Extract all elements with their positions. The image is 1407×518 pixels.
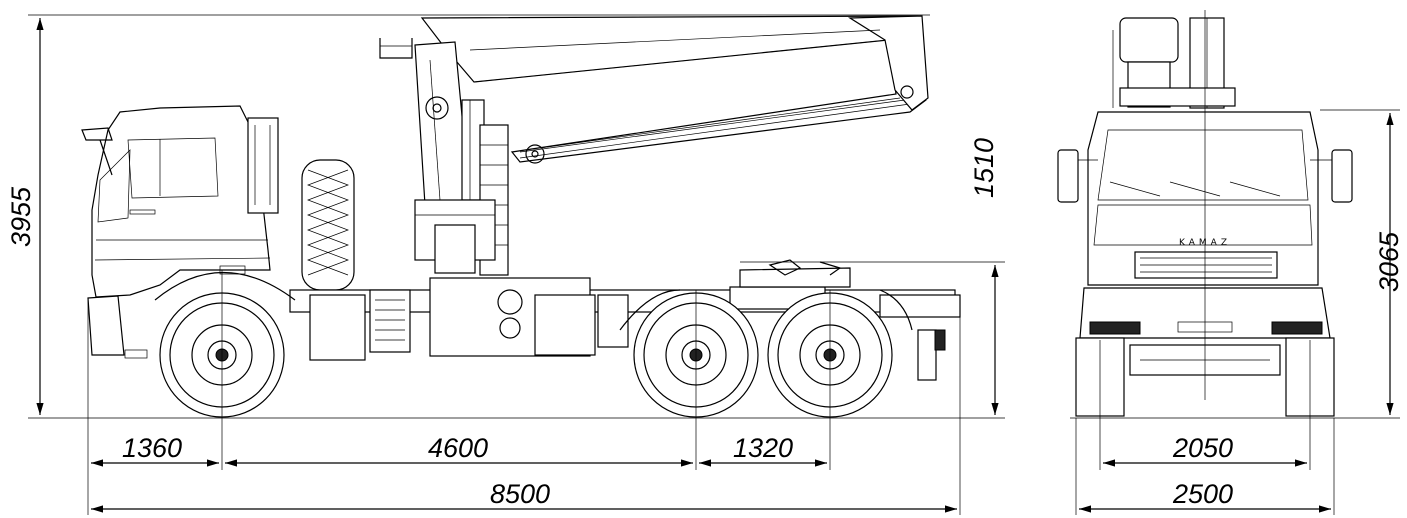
front-overhang-label: 1360	[122, 433, 182, 463]
overall-height-label: 3955	[6, 186, 36, 247]
fifth-wheel-height-label: 1510	[969, 138, 999, 198]
truck-cab	[81, 105, 279, 359]
overall-length-label: 8500	[490, 479, 550, 509]
side-view: 3955 1510 1360 4600 1320 8500	[6, 14, 1005, 515]
chassis-frame	[289, 259, 961, 381]
spare-wheel	[301, 159, 355, 291]
track-width-label: 2050	[1172, 433, 1233, 463]
crane-boom	[379, 15, 929, 276]
front-view: KAMAZ 3065 2050 2500	[1057, 10, 1404, 515]
brand-badge: KAMAZ	[1179, 238, 1231, 248]
front-height-label: 3065	[1374, 231, 1404, 292]
axle-spacing-label: 1320	[733, 433, 793, 463]
wheelbase-label: 4600	[428, 433, 488, 463]
overall-width-label: 2500	[1172, 479, 1233, 509]
